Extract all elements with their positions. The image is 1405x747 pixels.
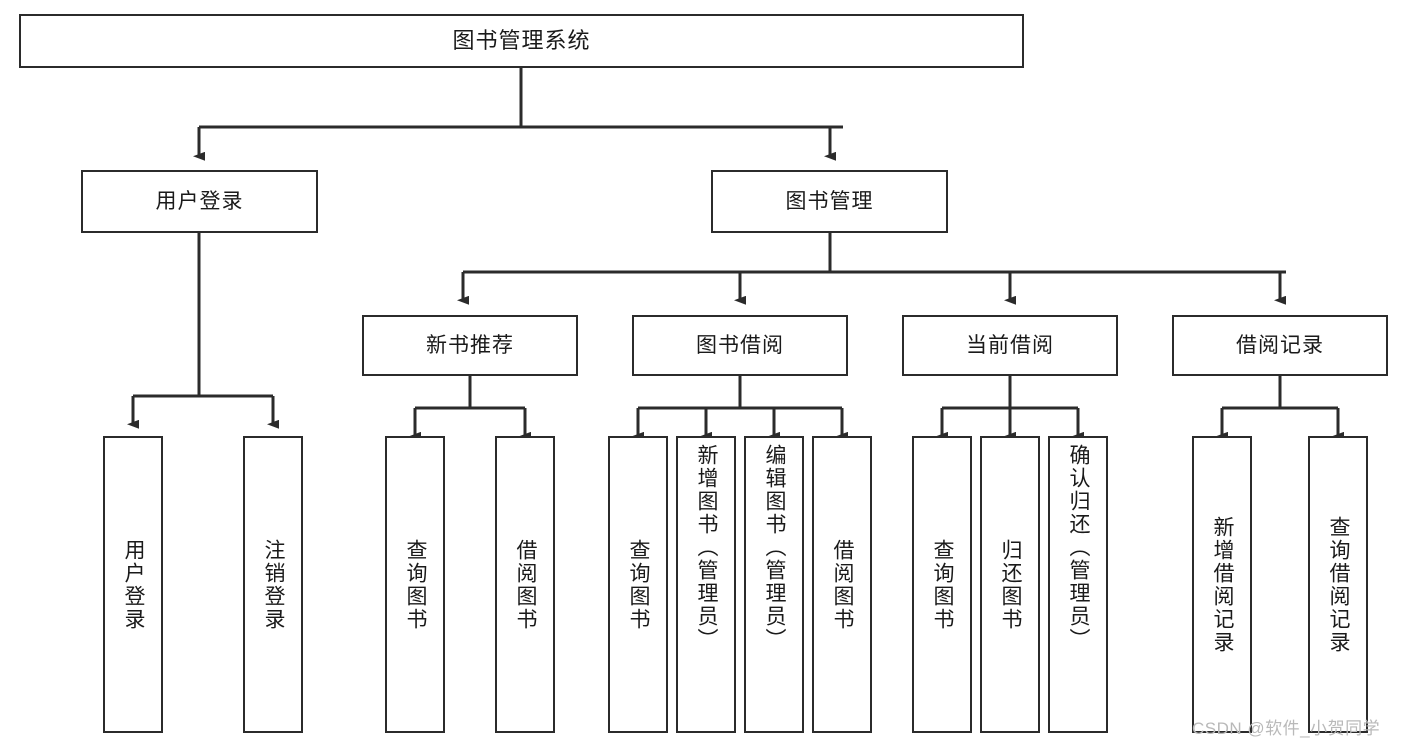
leaf-label: 归还图书 bbox=[999, 538, 1023, 631]
leaf-current-borrow-query-book[interactable]: 查询图书 bbox=[912, 436, 972, 733]
leaf-user-login-login[interactable]: 用户登录 bbox=[103, 436, 163, 733]
leaf-label: 查询图书 bbox=[931, 538, 955, 631]
leaf-label: 借阅图书 bbox=[831, 538, 855, 631]
leaf-label: 新增借阅记录 bbox=[1211, 515, 1235, 654]
leaf-current-borrow-confirm-return-admin[interactable]: 确认归还（管理员） bbox=[1048, 436, 1108, 733]
leaf-borrow-record-add-record[interactable]: 新增借阅记录 bbox=[1192, 436, 1252, 733]
node-label: 借阅记录 bbox=[1236, 333, 1324, 357]
leaf-label: 用户登录 bbox=[122, 538, 146, 631]
node-root-book-management-system[interactable]: 图书管理系统 bbox=[19, 14, 1024, 68]
leaf-label: 确认归还（管理员） bbox=[1067, 444, 1091, 651]
csdn-watermark: CSDN @软件_小贺同学 bbox=[1192, 719, 1381, 738]
leaf-user-login-logout[interactable]: 注销登录 bbox=[243, 436, 303, 733]
node-user-login[interactable]: 用户登录 bbox=[81, 170, 318, 233]
leaf-book-borrow-borrow-book[interactable]: 借阅图书 bbox=[812, 436, 872, 733]
leaf-label: 借阅图书 bbox=[514, 538, 538, 631]
leaf-label: 注销登录 bbox=[262, 538, 286, 631]
node-label: 图书管理系统 bbox=[452, 27, 591, 53]
leaf-new-book-query-book[interactable]: 查询图书 bbox=[385, 436, 445, 733]
node-label: 用户登录 bbox=[155, 189, 244, 213]
leaf-label: 新增图书（管理员） bbox=[695, 444, 719, 651]
leaf-borrow-record-query-record[interactable]: 查询借阅记录 bbox=[1308, 436, 1368, 733]
leaf-current-borrow-return-book[interactable]: 归还图书 bbox=[980, 436, 1040, 733]
node-current-borrow[interactable]: 当前借阅 bbox=[902, 315, 1118, 376]
node-borrow-record[interactable]: 借阅记录 bbox=[1172, 315, 1388, 376]
leaf-book-borrow-query-book[interactable]: 查询图书 bbox=[608, 436, 668, 733]
leaf-label: 查询借阅记录 bbox=[1327, 515, 1351, 654]
node-new-book-recommend[interactable]: 新书推荐 bbox=[362, 315, 578, 376]
node-label: 图书管理 bbox=[785, 189, 874, 213]
node-book-borrow[interactable]: 图书借阅 bbox=[632, 315, 848, 376]
node-label: 当前借阅 bbox=[966, 333, 1054, 357]
node-label: 图书借阅 bbox=[696, 333, 784, 357]
leaf-new-book-borrow-book[interactable]: 借阅图书 bbox=[495, 436, 555, 733]
leaf-label: 编辑图书（管理员） bbox=[763, 444, 787, 651]
node-label: 新书推荐 bbox=[426, 333, 514, 357]
leaf-book-borrow-edit-book-admin[interactable]: 编辑图书（管理员） bbox=[744, 436, 804, 733]
leaf-book-borrow-add-book-admin[interactable]: 新增图书（管理员） bbox=[676, 436, 736, 733]
node-book-management[interactable]: 图书管理 bbox=[711, 170, 948, 233]
leaf-label: 查询图书 bbox=[627, 538, 651, 631]
leaf-label: 查询图书 bbox=[404, 538, 428, 631]
